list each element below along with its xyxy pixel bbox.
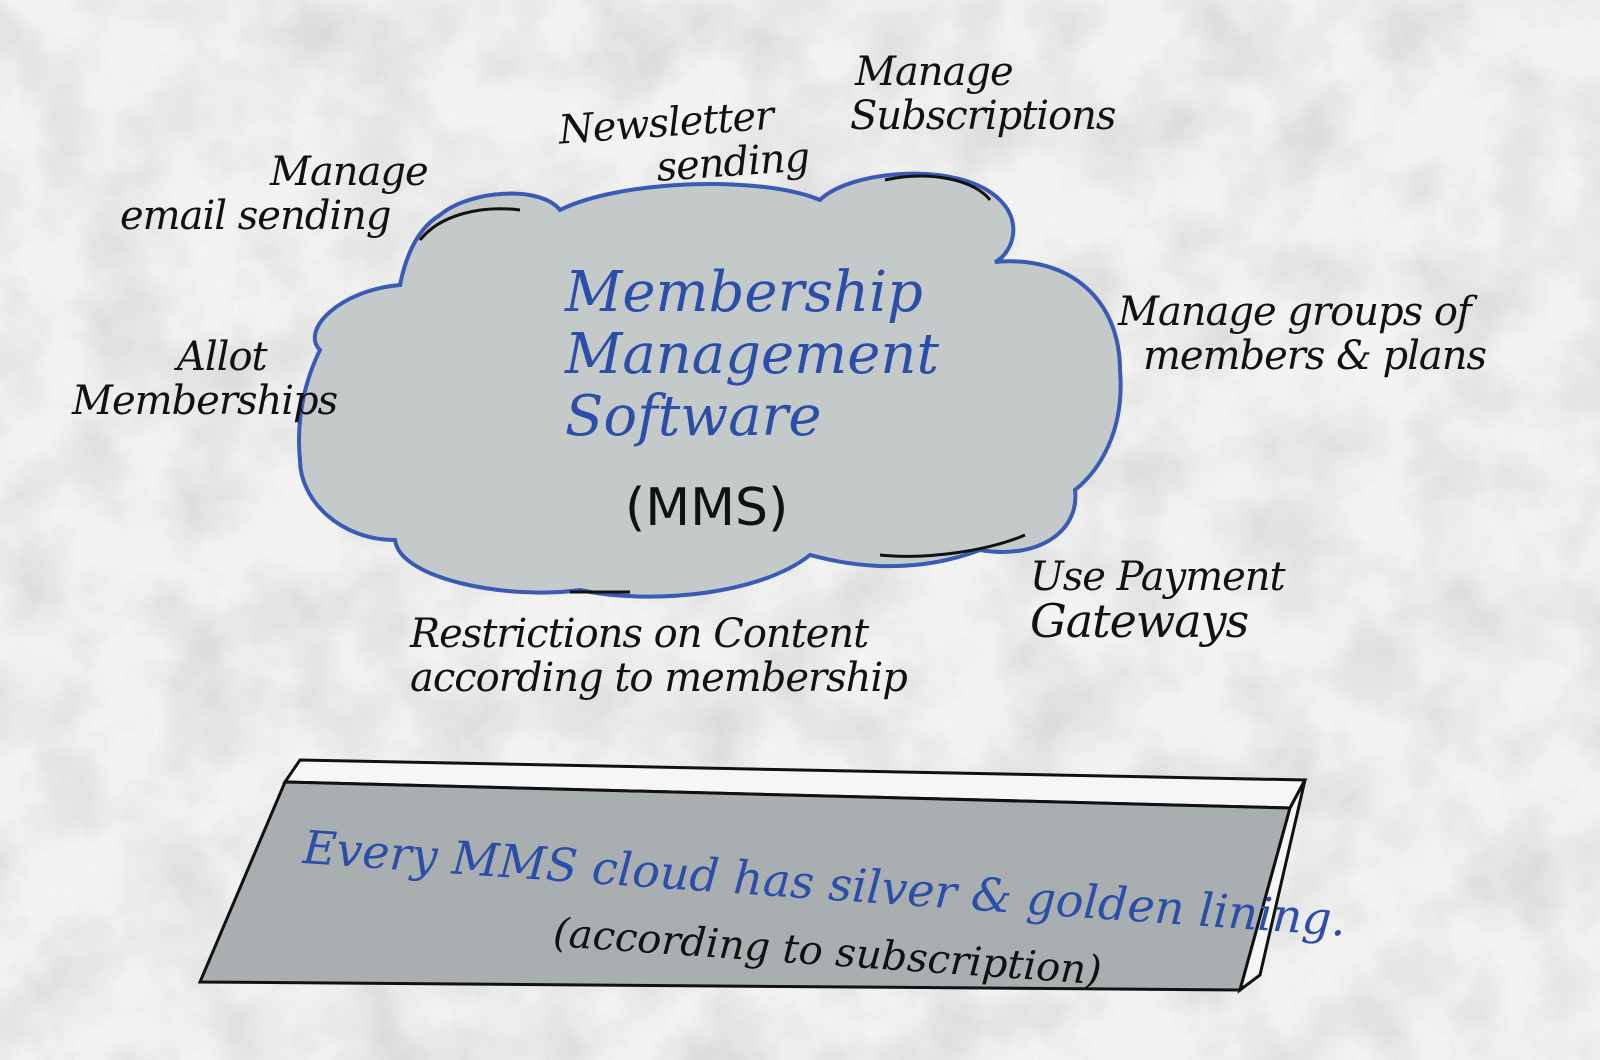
feature-line: members & plans — [1143, 333, 1487, 379]
feature-line: Gateways — [1030, 594, 1249, 648]
feature-manage-subscriptions: Manage Subscriptions — [850, 49, 1116, 139]
feature-manage-groups: Manage groups of members & plans — [1118, 289, 1487, 379]
feature-line: Memberships — [72, 378, 338, 424]
banner-side-face — [1237, 779, 1307, 994]
feature-allot-memberships: Allot Memberships — [72, 334, 338, 424]
feature-line: Restrictions on Content — [410, 611, 869, 657]
cloud-highlight-bottom — [879, 533, 1026, 558]
cloud-highlight-left — [418, 207, 521, 241]
cloud-title-line-3: Software — [565, 384, 822, 449]
feature-line: according to membership — [410, 655, 908, 701]
feature-line: Use Payment — [1030, 554, 1286, 600]
feature-line: Manage — [270, 149, 429, 195]
feature-line: Allot — [177, 334, 268, 380]
cloud-abbreviation: (MMS) — [625, 478, 789, 538]
cloud-title-line-2: Management — [565, 322, 939, 387]
cloud-highlight-top — [884, 174, 992, 201]
feature-content-restrictions: Restrictions on Content according to mem… — [410, 611, 908, 701]
feature-line: Subscriptions — [850, 93, 1116, 139]
feature-manage-email-sending: Manage email sending — [120, 149, 429, 239]
cloud-title-line-1: Membership — [565, 260, 923, 325]
feature-line: Manage — [855, 49, 1014, 95]
feature-line: Manage groups of — [1118, 289, 1472, 335]
feature-newsletter-sending: Newsletter sending — [557, 91, 810, 196]
feature-line: email sending — [120, 193, 391, 239]
feature-payment-gateways: Use Payment Gateways — [1030, 554, 1286, 648]
cloud-title: Membership Management Software — [565, 262, 939, 448]
